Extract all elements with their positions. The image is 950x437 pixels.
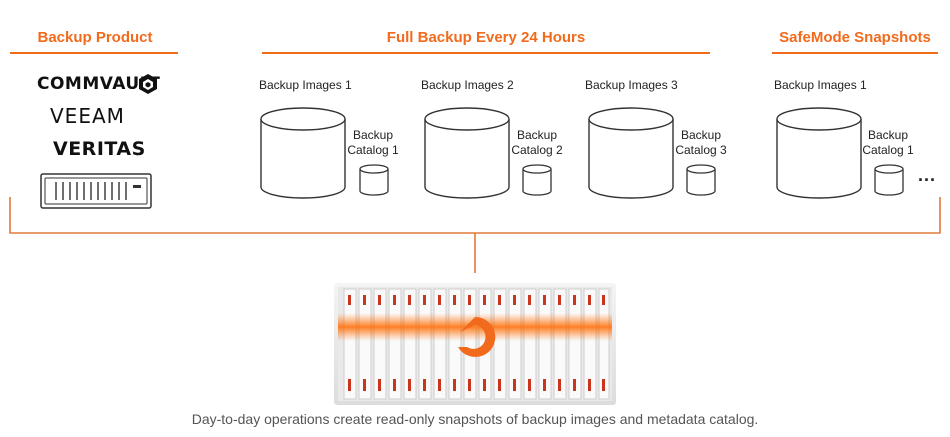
veritas-logo-text: VERITAS [53, 138, 146, 160]
backup-product-rule [10, 52, 178, 54]
catalog-label-line1: Backup [867, 128, 909, 142]
backup-images-cylinder-3 [588, 107, 674, 199]
pure-storage-logo-icon [458, 316, 496, 357]
more-snapshots-ellipsis: ... [918, 165, 937, 185]
veritas-logo: VERITAS [53, 138, 146, 160]
backup-images-cylinder-1 [260, 107, 346, 199]
backup-images-label-3: Backup Images 3 [585, 78, 678, 92]
safemode-catalog-cylinder [874, 164, 904, 196]
backup-catalog-label-3: Backup Catalog 3 [666, 128, 736, 158]
catalog-label-line2: Catalog 3 [675, 143, 727, 157]
backup-catalog-cylinder-1 [359, 164, 389, 196]
catalog-label-line2: Catalog 2 [511, 143, 563, 157]
commvault-logo: COMMVAULT [37, 74, 160, 94]
backup-images-label-2: Backup Images 2 [421, 78, 514, 92]
commvault-logo-text: COMMVAULT [37, 74, 161, 94]
veeam-logo-text: VEEAM [50, 104, 125, 128]
safemode-images-label: Backup Images 1 [774, 78, 867, 92]
catalog-label-line2: Catalog 1 [347, 143, 399, 157]
safemode-rule [772, 52, 938, 54]
safemode-title: SafeMode Snapshots [779, 29, 931, 46]
commvault-cube-icon [139, 74, 157, 94]
safemode-catalog-label: Backup Catalog 1 [853, 128, 923, 158]
catalog-label-line1: Backup [516, 128, 558, 142]
veeam-logo: VEEAM [50, 104, 125, 128]
storage-array-image [334, 283, 616, 405]
full-backup-title: Full Backup Every 24 Hours [386, 29, 586, 46]
bracket-connector [9, 197, 941, 273]
backup-product-title: Backup Product [37, 29, 153, 46]
backup-images-label-1: Backup Images 1 [259, 78, 352, 92]
catalog-label-line2: Catalog 1 [862, 143, 914, 157]
backup-catalog-label-2: Backup Catalog 2 [502, 128, 572, 158]
full-backup-rule [262, 52, 710, 54]
server-appliance-icon [40, 173, 152, 209]
safemode-images-cylinder [776, 107, 862, 199]
backup-catalog-label-1: Backup Catalog 1 [338, 128, 408, 158]
backup-catalog-cylinder-3 [686, 164, 716, 196]
backup-images-cylinder-2 [424, 107, 510, 199]
catalog-label-line1: Backup [352, 128, 394, 142]
catalog-label-line1: Backup [680, 128, 722, 142]
backup-catalog-cylinder-2 [522, 164, 552, 196]
diagram-caption: Day-to-day operations create read-only s… [191, 411, 759, 427]
